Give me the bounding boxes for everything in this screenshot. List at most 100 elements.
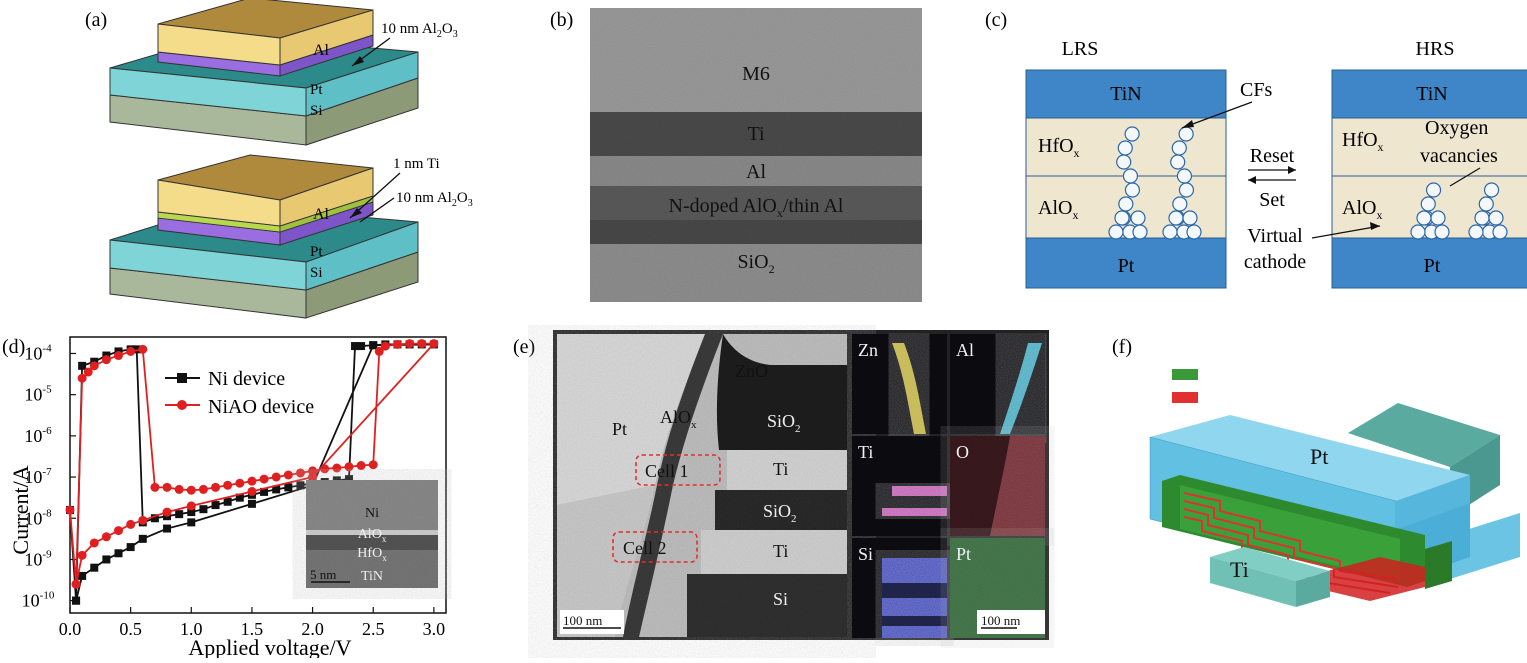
data-point <box>405 339 415 349</box>
c-set-label: Set <box>1259 189 1285 211</box>
legend-label-ni: Ni device <box>208 368 285 390</box>
data-point <box>295 468 305 478</box>
c-lrs-filaments <box>1108 126 1202 240</box>
data-point <box>283 470 293 480</box>
e-map-scale: 100 nm <box>981 613 1020 628</box>
cf-sphere <box>1492 224 1508 240</box>
cf-sphere <box>1124 126 1140 142</box>
chart-legend: Ni device NiAO device <box>165 368 314 418</box>
data-point <box>429 339 439 349</box>
data-point <box>126 346 136 356</box>
a-top-si-label: Si <box>310 103 323 119</box>
data-point <box>78 361 87 370</box>
cf-sphere <box>1416 210 1432 226</box>
data-point <box>223 480 233 490</box>
data-point <box>89 538 99 548</box>
data-point <box>296 481 305 490</box>
d-inset-alo: AlOx <box>358 527 387 544</box>
f-pt-label: Pt <box>1310 444 1328 469</box>
data-point <box>247 476 257 486</box>
c-lrs-stack: TiN HfOx AlOx Pt <box>1025 69 1227 289</box>
cf-sphere <box>1420 196 1436 212</box>
tem-eds-e: (e) ZnO Pt AlOx SiO2 Ti SiO2 Ti Si Cell … <box>513 330 1049 640</box>
cf-sphere <box>1425 182 1442 198</box>
plot-frame <box>69 336 447 614</box>
data-point <box>320 464 330 474</box>
panel-b-tag: (b) <box>550 9 573 31</box>
data-point <box>174 484 184 494</box>
panel-e-tag: (e) <box>513 336 535 358</box>
data-point <box>114 351 124 361</box>
a-bottom-al-label: Al <box>313 206 330 223</box>
b-al-label: Al <box>746 161 766 183</box>
data-point <box>368 460 378 470</box>
panel-a-tag: (a) <box>85 9 107 31</box>
x-tick-label: 3.0 <box>423 619 446 639</box>
c-lrs-label: LRS <box>1062 38 1099 60</box>
d-inset-ni: Ni <box>365 506 379 521</box>
cf-sphere <box>1116 154 1132 170</box>
c-hrs-filaments <box>1410 182 1508 240</box>
data-point <box>374 346 384 356</box>
panel-e: (e) ZnO Pt AlOx SiO2 Ti SiO2 Ti Si Cell … <box>505 325 1060 658</box>
cf-sphere <box>1178 182 1195 198</box>
x-tick-label: 2.0 <box>301 619 324 639</box>
c-hrs-pt: Pt <box>1424 255 1441 277</box>
c-hrs-alo: AlOx <box>1342 197 1382 222</box>
x-tick-label: 1.5 <box>241 619 264 639</box>
eds-map-label: Zn <box>858 340 878 360</box>
data-point <box>77 373 87 383</box>
data-point <box>417 339 427 349</box>
d-inset-hfo: HfOx <box>357 546 387 563</box>
data-point <box>101 355 111 365</box>
data-point <box>83 367 93 377</box>
crossbar-3d-f: (f) Pt Ti <box>1112 336 1520 607</box>
data-point <box>211 501 220 510</box>
filament-schematic-c: (c) LRS HRS TiN HfOx AlOx Pt TiN HfOx Al… <box>985 9 1527 289</box>
cf-sphere <box>1124 182 1141 198</box>
data-point <box>114 526 124 536</box>
y-tick-label: 10-6 <box>24 425 52 446</box>
data-point <box>150 482 160 492</box>
c-reset-label: Reset <box>1250 145 1295 167</box>
data-point <box>89 361 99 371</box>
data-point <box>351 342 360 351</box>
data-point <box>259 474 269 484</box>
a-bottom-si-label: Si <box>310 265 323 281</box>
panel-f: (f) Pt Ti <box>1080 325 1527 658</box>
cf-sphere <box>1118 196 1134 212</box>
panel-b: (b) M6 Ti Al N-doped AlOx/thin Al SiO2 <box>540 0 940 310</box>
eds-map-label: Si <box>858 544 873 564</box>
c-virtual-label: Virtual <box>1247 225 1303 247</box>
cf-sphere <box>1168 210 1184 226</box>
f-legend-green <box>1172 369 1198 380</box>
e-zno: ZnO <box>735 361 768 381</box>
data-point <box>132 345 141 354</box>
data-point <box>247 486 257 496</box>
c-lrs-tin: TiN <box>1110 83 1142 105</box>
data-point <box>126 519 136 529</box>
cf-sphere <box>1117 140 1133 156</box>
cf-sphere <box>1170 154 1186 170</box>
data-point <box>186 485 196 495</box>
y-tick-label: 10-10 <box>22 590 55 611</box>
data-point <box>162 482 172 492</box>
data-point <box>199 505 208 514</box>
c-vacancies-label: vacancies <box>1420 145 1498 167</box>
b-sio2-label: SiO2 <box>737 251 774 276</box>
x-tick-label: 2.5 <box>362 619 385 639</box>
cf-sphere <box>1430 210 1446 226</box>
eds-map-al: Al <box>950 334 1045 434</box>
c-lrs-hfo: HfOx <box>1038 135 1080 160</box>
cf-sphere <box>1114 210 1130 226</box>
d-inset-tin: TiN <box>361 569 383 584</box>
legend-marker-ni <box>177 373 187 383</box>
a-top-pt-label: Pt <box>310 82 323 98</box>
c-cfs-label: CFs <box>1240 79 1272 101</box>
data-point <box>211 482 221 492</box>
e-ti-top: Ti <box>773 459 788 479</box>
data-point <box>308 472 318 482</box>
cf-sphere <box>1182 210 1198 226</box>
